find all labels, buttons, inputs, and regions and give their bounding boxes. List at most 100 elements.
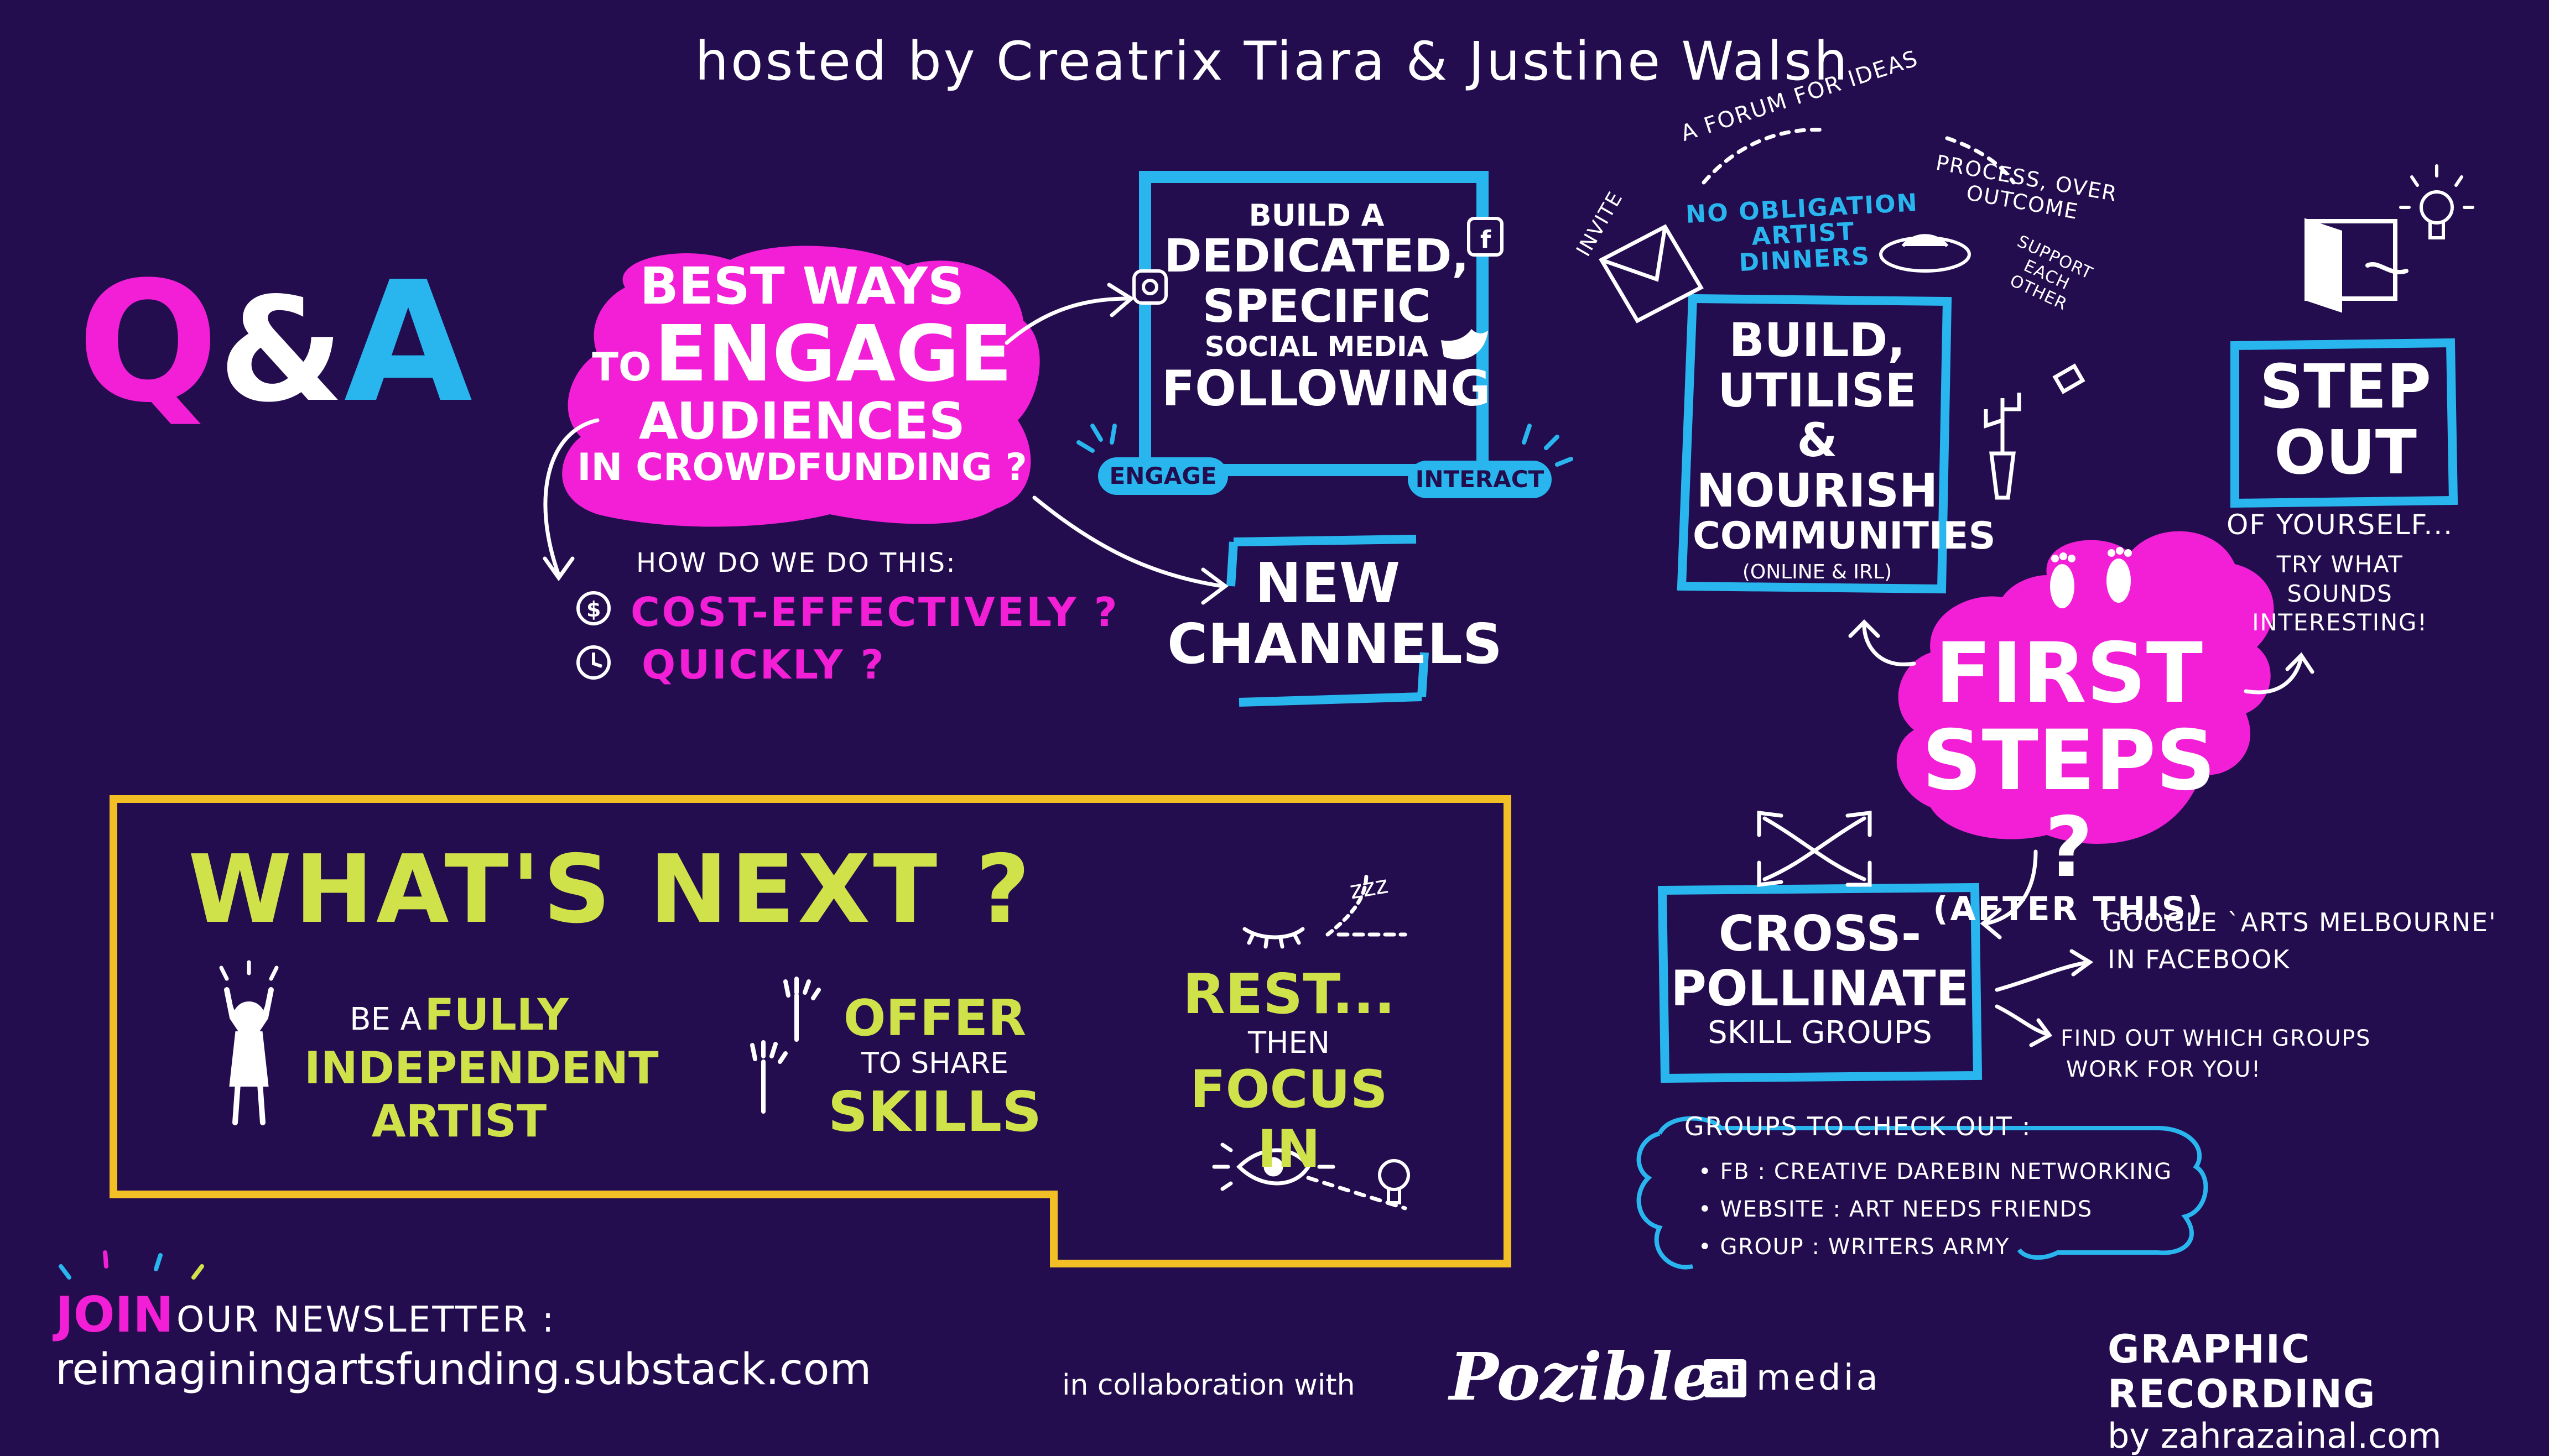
step-out-line1: STEP <box>2259 351 2432 422</box>
social-line2: DEDICATED, <box>1164 230 1469 283</box>
sleeping-eye-icon <box>1242 927 1305 949</box>
newsletter-block: JOIN OUR NEWSLETTER : reimaginingartsfun… <box>55 1286 871 1396</box>
idea-lightbulb-icon <box>2399 164 2474 239</box>
engage-line4: IN CROWDFUNDING ? <box>577 446 1027 490</box>
dinners-text: NO OBLIGATION ARTIST DINNERS <box>1680 189 1927 279</box>
groups-cloud <box>1636 1116 2208 1270</box>
qa-a: A <box>344 246 472 439</box>
groups-title: GROUPS TO CHECK OUT : <box>1684 1111 2032 1141</box>
door-icon <box>2304 218 2408 313</box>
artist-be-a: BE A <box>350 1001 422 1037</box>
recording-credit: GRAPHIC RECORDING by zahrazainal.com <box>2108 1327 2549 1456</box>
first-steps-line1: FIRST <box>1934 625 2203 722</box>
step-out-line2: OUT <box>2274 416 2417 488</box>
clock-icon <box>576 645 611 680</box>
offer-line3: SKILLS <box>828 1079 1042 1145</box>
arrow-to-google <box>1995 960 2090 992</box>
arrow-to-step-out <box>2244 656 2303 695</box>
cross-line1: CROSS- <box>1718 905 1922 962</box>
comm-line4: COMMUNITIES <box>1693 514 1996 558</box>
cross-line3: SKILL GROUPS <box>1708 1015 1932 1051</box>
group-item: • FB : CREATIVE DAREBIN NETWORKING <box>1698 1159 2172 1184</box>
group-item: • GROUP : WRITERS ARMY <box>1698 1234 2010 1260</box>
try-line2: SOUNDS <box>2287 580 2393 607</box>
new-channels-line1: NEW <box>1255 551 1401 615</box>
rest-line2: THEN <box>1247 1025 1330 1060</box>
social-line4: SOCIAL MEDIA <box>1204 330 1429 363</box>
engage-line1: BEST WAYS <box>639 257 965 316</box>
svg-text:$: $ <box>586 597 601 622</box>
new-channels: NEW CHANNELS <box>1167 551 1502 676</box>
lightbulb-icon <box>1378 1159 1410 1204</box>
ai-media-logo: ai media <box>1704 1358 1881 1398</box>
new-channels-line2: CHANNELS <box>1167 612 1502 676</box>
how-quickly: QUICKLY ? <box>642 641 886 688</box>
groups-list: • FB : CREATIVE DAREBIN NETWORKING • WEB… <box>1698 1153 2172 1266</box>
rest-line3: FOCUS IN <box>1190 1060 1388 1180</box>
collab-text: in collaboration with <box>1062 1369 1355 1402</box>
newsletter-url[interactable]: reimaginingartsfunding.substack.com <box>55 1344 872 1395</box>
media-logo-text: media <box>1756 1358 1881 1398</box>
whats-next-title: WHAT'S NEXT ? <box>188 835 1033 944</box>
offer-line1: OFFER <box>843 989 1027 1047</box>
dinner-plate-icon <box>1879 234 1971 273</box>
artist-fully: FULLY <box>424 990 569 1040</box>
social-line5: FOLLOWING <box>1162 359 1491 417</box>
host-credit: hosted by Creatrix Tiara & Justine Walsh <box>695 30 1850 92</box>
instagram-icon <box>1132 269 1168 305</box>
engage-line3: AUDIENCES <box>638 391 966 451</box>
try-line1: TRY WHAT <box>2276 551 2404 578</box>
find-line2: WORK FOR YOU! <box>2066 1057 2261 1082</box>
social-line1: BUILD A <box>1249 198 1385 233</box>
arrow-to-communities <box>1862 623 1916 666</box>
group-item-label: FB : CREATIVE DAREBIN NETWORKING <box>1720 1159 2172 1184</box>
communities-frame <box>1677 294 1952 594</box>
first-steps-text: FIRST STEPS ? (AFTER THIS) <box>1892 630 2246 927</box>
interact-label: INTERACT <box>1415 466 1544 493</box>
footprints-icon <box>2050 547 2132 608</box>
engage-question: BEST WAYS TO ENGAGE AUDIENCES IN CROWDFU… <box>575 257 1029 490</box>
offer-text: OFFER TO SHARE SKILLS <box>824 990 1045 1144</box>
find-line1: FIND OUT WHICH GROUPS <box>2061 1026 2371 1051</box>
cross-arrows-icon <box>1762 816 1866 881</box>
social-line3: SPECIFIC <box>1202 280 1431 333</box>
try-line3: INTERESTING! <box>2252 609 2428 636</box>
open-eye-icon <box>1212 1142 1335 1191</box>
facebook-icon: f <box>1467 217 1504 257</box>
arrow-to-how <box>543 418 600 577</box>
step-out-frame <box>2230 338 2458 508</box>
newsletter-label: OUR NEWSLETTER : <box>176 1300 556 1340</box>
new-channels-frame <box>1226 535 1429 707</box>
group-item: • WEBSITE : ART NEEDS FRIENDS <box>1698 1197 2093 1222</box>
twitter-icon <box>1441 329 1488 359</box>
qa-title: Q&A <box>77 260 472 426</box>
artist-line3: ARTIST <box>371 1095 547 1147</box>
arrow-to-social <box>1005 296 1131 345</box>
comm-line5: (ONLINE & IRL) <box>1742 561 1892 584</box>
artist-text: BE A FULLY INDEPENDENT ARTIST <box>304 990 659 1148</box>
group-item-label: WEBSITE : ART NEEDS FRIENDS <box>1720 1197 2093 1222</box>
first-steps-line2: STEPS ? <box>1922 712 2216 896</box>
google-line1: GOOGLE `ARTS MELBOURNE' <box>2102 907 2497 937</box>
google-text: GOOGLE `ARTS MELBOURNE' IN FACEBOOK <box>2102 904 2496 978</box>
arrow-to-find <box>1995 1004 2049 1036</box>
artist-line2: INDEPENDENT <box>304 1042 659 1094</box>
artist-figure-icon <box>219 960 279 1125</box>
first-steps-blob <box>1896 531 2274 844</box>
qa-q: Q <box>77 246 219 439</box>
group-item-label: GROUP : WRITERS ARMY <box>1720 1234 2010 1260</box>
step-out-text: STEP OUT <box>2240 354 2451 486</box>
social-box-frame <box>1139 171 1489 476</box>
join-label: JOIN <box>55 1286 174 1343</box>
cross-line2: POLLINATE <box>1671 959 1969 1017</box>
engage-pill <box>1098 457 1228 495</box>
engage-label: ENGAGE <box>1109 462 1217 489</box>
communities-text: BUILD, UTILISE & NOURISH COMMUNITIES (ON… <box>1693 315 1996 584</box>
engage-big: ENGAGE <box>654 309 1012 399</box>
how-cost-effectively: COST-EFFECTIVELY ? <box>631 589 1120 635</box>
envelope-icon <box>1599 224 1704 323</box>
step-out-line3: OF YOURSELF... <box>2226 509 2454 541</box>
comm-line3: NOURISH <box>1696 463 1938 518</box>
qa-amp: & <box>219 267 344 434</box>
